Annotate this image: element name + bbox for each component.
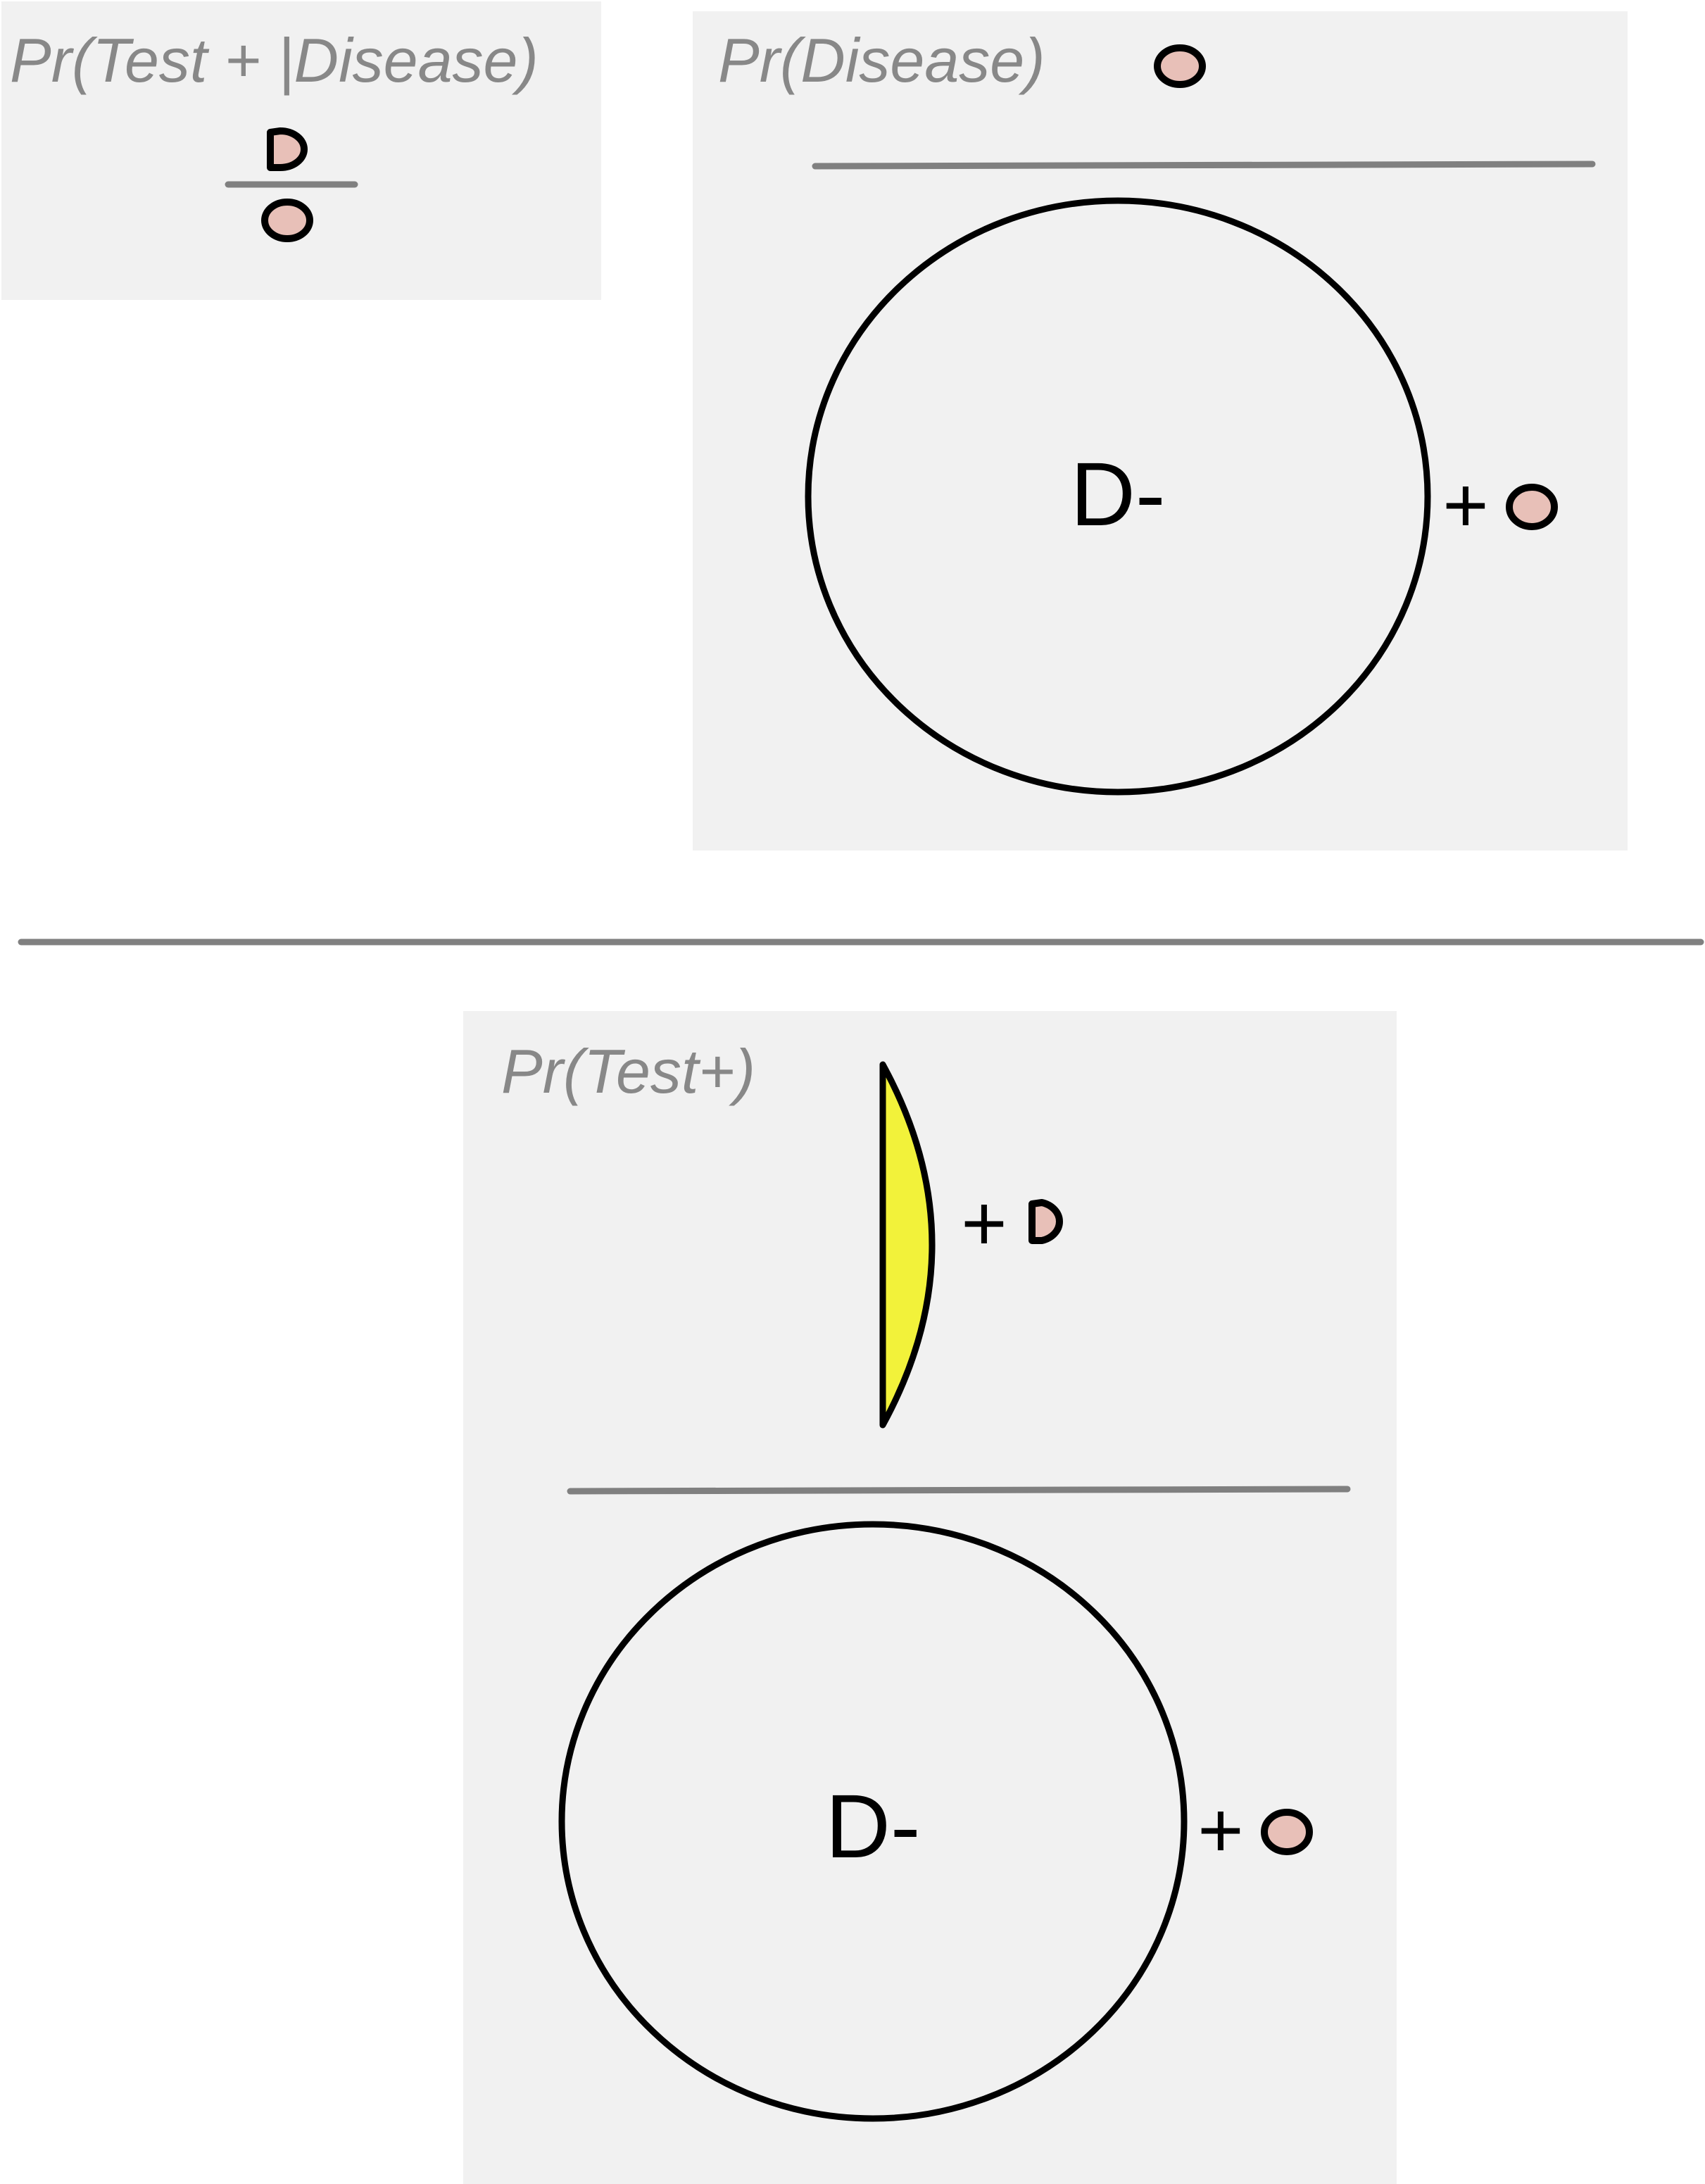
evidence-ellipse-label: D- <box>825 1776 920 1877</box>
prior-plus-sign: + <box>1442 461 1488 549</box>
evidence-label: Pr(Test+) <box>501 1036 756 1106</box>
population-ellipse <box>558 1521 1188 2122</box>
evidence-fraction: + D- + <box>558 1061 1351 2122</box>
half-dot-icon <box>1028 1199 1063 1244</box>
evidence-plus-sign: + <box>1197 1786 1243 1874</box>
prior-fraction: D- + <box>805 44 1596 796</box>
evidence-fraction-bar <box>567 1486 1351 1495</box>
dot-icon <box>1506 484 1558 530</box>
prior-label: Pr(Disease) <box>718 25 1045 95</box>
test-positive-lens <box>879 1061 936 1429</box>
dot-icon <box>261 199 313 242</box>
prior-panel: Pr(Disease) <box>693 11 1628 851</box>
prior-fraction-bar <box>812 161 1596 170</box>
half-dot-icon <box>267 127 308 171</box>
likelihood-label: Pr(Test + |Disease) <box>10 25 539 95</box>
evidence-lens-plus-sign: + <box>961 1179 1007 1267</box>
likelihood-panel: Pr(Test + |Disease) <box>1 1 601 300</box>
dot-icon <box>1154 44 1206 88</box>
population-ellipse <box>805 197 1431 796</box>
likelihood-fraction <box>225 127 358 242</box>
prior-ellipse-label: D- <box>1070 444 1165 545</box>
dot-icon <box>1261 1809 1313 1855</box>
